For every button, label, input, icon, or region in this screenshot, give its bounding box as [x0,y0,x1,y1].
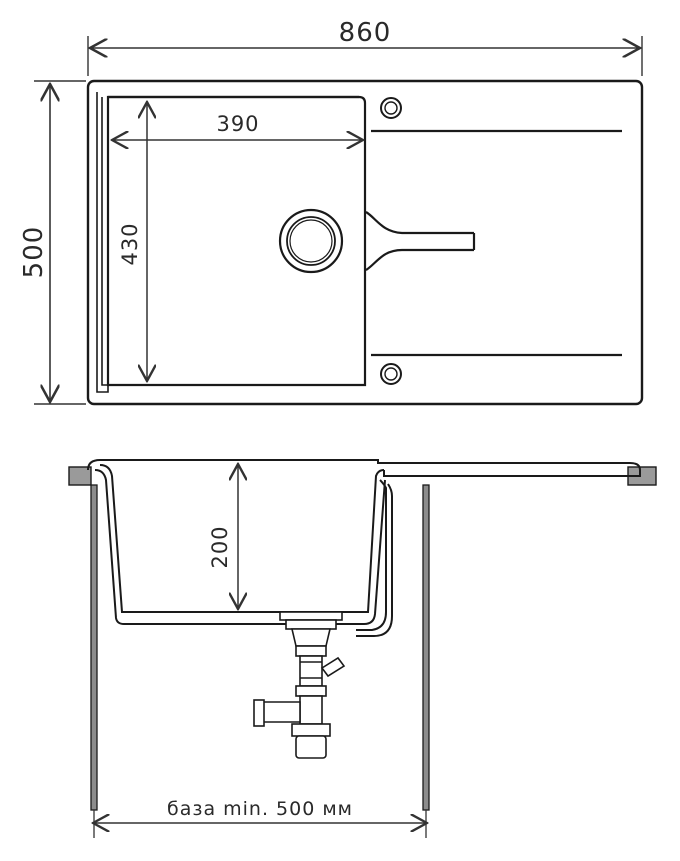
cabinet-wall-left [90,484,98,811]
drainer-grooves [365,129,622,357]
sink-outline [86,79,644,406]
tap-hole-top [380,97,402,119]
bowl-depth-label: 430 [118,222,142,265]
tap-hole-bottom [380,363,402,385]
overall-depth-label: 500 [19,226,49,279]
overall-depth-dimension: 500 [19,80,86,405]
bowl-width-label: 390 [216,112,259,136]
bowl-outline [106,95,367,387]
cabinet-wall-right [422,484,430,811]
bowl-height-label: 200 [208,525,232,568]
bowl-depth-dimension: 430 [118,102,147,381]
side-view: 200 база min. 500 мм [68,459,657,838]
countertop-left [68,466,92,486]
bowl-height-dimension: 200 [208,464,238,609]
left-rim [96,92,109,393]
top-view: 860 500 390 430 [19,18,644,406]
base-width-dimension: база min. 500 мм [93,798,427,838]
siphon-assembly [253,611,346,759]
overall-width-label: 860 [339,18,392,48]
overall-width-dimension: 860 [87,18,643,76]
sink-profile [87,459,641,637]
base-width-label: база min. 500 мм [167,798,353,820]
drain-top [278,208,344,274]
bowl-width-dimension: 390 [112,112,363,140]
